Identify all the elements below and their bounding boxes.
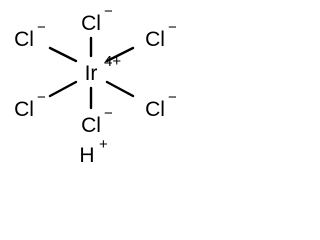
charge-label: − — [168, 19, 177, 36]
bond-ir-cl-lower-left — [48, 80, 78, 98]
charge-label: + — [99, 136, 108, 153]
atom-label: Cl — [14, 98, 34, 121]
ligand-cl-upper-left: Cl − — [14, 19, 46, 51]
iridium-chloride-structure: Cl − Cl − Cl − Ir 4+ Cl − Cl − Cl − H + — [14, 3, 177, 167]
atom-label: Cl — [14, 28, 34, 51]
charge-label: − — [104, 3, 113, 20]
charge-label: − — [37, 19, 46, 36]
atom-label: Ir — [85, 62, 98, 85]
atom-label: H — [79, 144, 94, 167]
charge-label: − — [37, 89, 46, 106]
atom-label: Cl — [145, 98, 165, 121]
counterion-h: H + — [79, 136, 108, 167]
ligand-cl-upper-right: Cl − — [145, 19, 177, 51]
metal-center-ir: Ir 4+ — [85, 53, 122, 85]
atom-label: Cl — [145, 28, 165, 51]
atom-label: Cl — [81, 114, 101, 137]
ligand-cl-lower-right: Cl − — [145, 89, 177, 121]
atom-label: Cl — [81, 12, 101, 35]
bonds — [48, 36, 135, 110]
bond-ir-cl-upper-right — [105, 46, 135, 63]
charge-label: − — [168, 89, 177, 106]
ligand-cl-top: Cl − — [81, 3, 113, 35]
charge-label: 4+ — [104, 53, 121, 70]
bond-ir-cl-upper-left — [48, 46, 78, 63]
bond-ir-cl-lower-right — [105, 80, 135, 98]
ligand-cl-bottom: Cl − — [81, 105, 113, 137]
charge-label: − — [104, 105, 113, 122]
ligand-cl-lower-left: Cl − — [14, 89, 46, 121]
